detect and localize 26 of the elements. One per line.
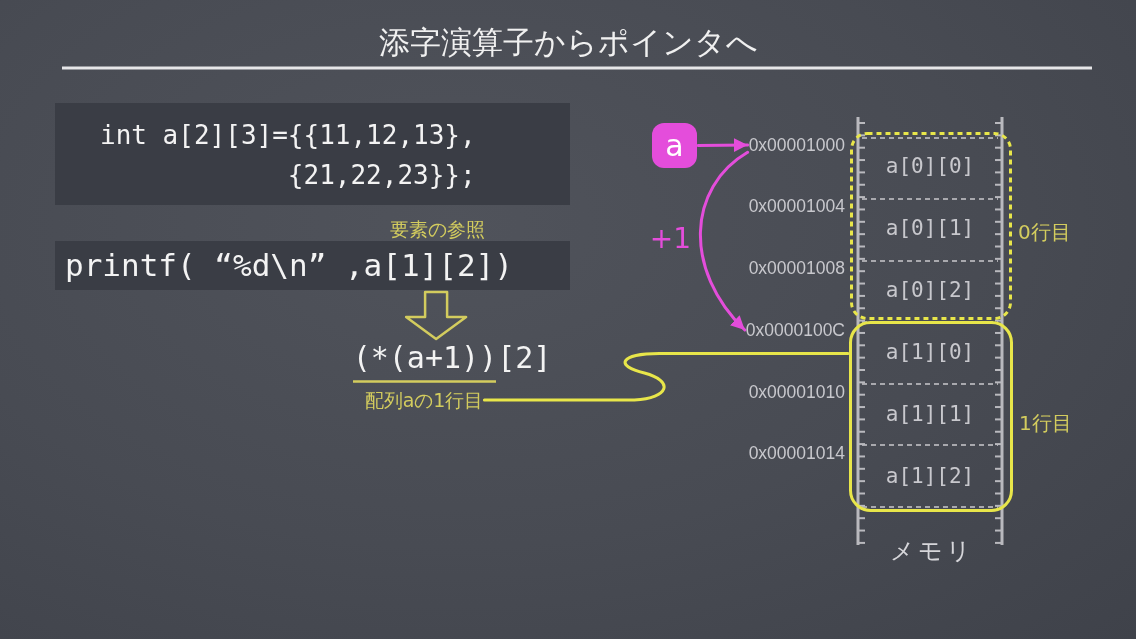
row-label: 1行目 bbox=[1019, 410, 1072, 435]
row-label: 0行目 bbox=[1018, 220, 1071, 244]
address-label: 0x00001004 bbox=[748, 195, 845, 217]
slide-title: 添字演算子からポインタへ bbox=[378, 24, 758, 62]
array-element: a[0][0] bbox=[885, 154, 975, 180]
edge-label: +1 bbox=[649, 222, 692, 256]
array-element: a[0][1] bbox=[885, 216, 975, 242]
array-element: a[1][1] bbox=[885, 402, 975, 428]
arrow bbox=[696, 138, 750, 153]
address-label: 0x00001000 bbox=[748, 134, 845, 156]
array-element: a[0][2] bbox=[885, 278, 975, 304]
pointer-box: a bbox=[652, 123, 697, 168]
address-label: 0x00001008 bbox=[748, 257, 845, 279]
annotation: 要素の参照 bbox=[389, 217, 485, 241]
array-element: a[1][2] bbox=[885, 464, 975, 490]
address-label: 0x00001014 bbox=[748, 442, 845, 464]
address-label: 0x0000100C bbox=[745, 319, 845, 341]
caption: 配列aの1行目 bbox=[364, 388, 484, 412]
memory-label: メモリ bbox=[890, 536, 974, 566]
code-expression: (*(a+1))[2] bbox=[352, 340, 552, 376]
curved-arrow bbox=[698, 150, 750, 332]
address-label: 0x00001010 bbox=[748, 381, 845, 403]
code-block: int a[2][3]={{11,12,13}, {21,22,23}}; bbox=[55, 103, 570, 205]
block-arrow bbox=[404, 290, 468, 341]
array-element: a[1][0] bbox=[885, 340, 975, 366]
leader-line bbox=[482, 352, 850, 402]
